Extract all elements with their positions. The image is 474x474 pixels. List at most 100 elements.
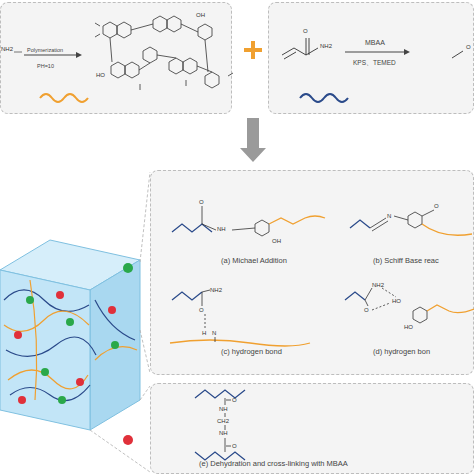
crosslink-dot — [56, 291, 64, 299]
atom-label: O — [199, 307, 204, 313]
plus-sign — [244, 41, 262, 59]
crosslink-dot — [108, 306, 116, 314]
orange-chain — [170, 340, 310, 346]
bond-lines — [95, 23, 233, 90]
leader-lines — [90, 172, 150, 472]
polymer-chains — [4, 280, 137, 400]
atom-label: N — [212, 330, 216, 336]
ring — [183, 58, 197, 74]
crosslink-dot — [18, 396, 26, 404]
atom-label: O — [364, 307, 369, 313]
bond-line — [452, 51, 463, 58]
plus-bar — [251, 41, 255, 59]
orange-chain — [422, 224, 472, 235]
ring — [111, 62, 125, 78]
cube-top — [0, 240, 140, 290]
reaction-condition: Polymerization — [27, 47, 63, 53]
mechanism-caption: (b) Schiff Base reac — [373, 257, 439, 265]
bond-lines — [202, 206, 255, 230]
bond-line — [215, 337, 216, 342]
orange-chain — [269, 216, 325, 224]
ring — [143, 47, 157, 63]
atom-label: O — [199, 199, 204, 205]
crosslink-dot — [14, 331, 22, 339]
atom-label: NH — [219, 406, 228, 412]
acrylamide-bonds — [282, 38, 318, 59]
crosslink-dot — [26, 296, 34, 304]
atom-label: CH2 — [217, 418, 229, 424]
reaction-condition: MBAA — [365, 39, 385, 47]
crosslink-dot — [41, 368, 49, 376]
mechanism-caption: (d) hydrogen bon — [373, 348, 430, 356]
blue-chain — [195, 390, 245, 398]
atom-label: NH2 — [320, 43, 332, 49]
ring — [167, 16, 181, 32]
panel-box: MBAA KPS、TEMED — [268, 2, 474, 114]
crosslink-dot — [66, 318, 74, 326]
ring — [413, 307, 427, 323]
reaction-condition: KPS、TEMED — [353, 59, 396, 66]
panel-box: PolymerizationPH=10 — [0, 2, 232, 114]
mechanism-caption: (e) Dehydration and cross-linking with M… — [199, 460, 348, 468]
atom-label: O — [232, 397, 237, 403]
polymerization-scheme — [14, 16, 233, 102]
atom-label: NH2 — [1, 46, 13, 52]
blue-chain — [345, 292, 365, 300]
panel-box: (a) Michael Addition (b) Schiff Base reac… — [150, 170, 474, 375]
acrylamide-scheme — [282, 38, 463, 102]
ring — [408, 212, 422, 228]
mechanism-caption: (a) Michael Addition — [221, 257, 287, 265]
crosslink-dot — [58, 396, 66, 404]
process-arrow — [240, 118, 266, 162]
ring — [255, 220, 269, 236]
cube-side — [90, 260, 140, 430]
atom-label: OH — [272, 238, 281, 244]
blue-chain — [172, 224, 212, 232]
reaction-arrow — [24, 55, 76, 56]
arrow-head — [76, 52, 82, 58]
ring — [125, 62, 139, 78]
ring — [103, 22, 117, 38]
bond-lines — [370, 210, 434, 231]
ring — [169, 58, 183, 74]
atom-label: H — [202, 330, 206, 336]
crosslink-dot — [76, 378, 84, 386]
arrow-head — [404, 49, 410, 55]
bond-lines — [110, 24, 212, 72]
cube-front — [0, 270, 90, 430]
polymer-chains — [4, 290, 135, 401]
plus-bar — [244, 48, 262, 52]
hbond-lines — [372, 288, 396, 310]
key-dot — [123, 263, 133, 273]
atom-label: HO — [392, 298, 401, 304]
bond-lines — [202, 290, 210, 306]
atom-label: NH — [219, 430, 228, 436]
polydopamine-chain — [40, 94, 88, 102]
key-dot — [123, 435, 133, 445]
schiff-base-sketch — [350, 210, 472, 235]
blue-chain — [350, 220, 370, 228]
orange-chain — [427, 305, 474, 313]
mbaa-crosslink-sketch — [195, 390, 245, 460]
blue-chain — [172, 292, 202, 300]
atom-label: O — [434, 203, 439, 209]
hydrogel-cube — [0, 240, 140, 430]
ring — [153, 16, 167, 32]
hbond-line — [205, 314, 206, 329]
panel-box: (e) Dehydration and cross-linking with M… — [150, 383, 474, 474]
mechanism-caption: (c) hydrogen bond — [221, 348, 282, 356]
atom-label: HO — [96, 72, 105, 78]
blue-chain — [195, 452, 245, 460]
reaction-arrow — [345, 52, 404, 53]
bond-lines — [225, 398, 231, 452]
atom-label: O — [232, 443, 237, 449]
hydrogen-bond-sketch — [170, 290, 310, 346]
crosslink-dot — [111, 341, 119, 349]
ring — [205, 72, 219, 88]
reaction-condition: PH=10 — [37, 63, 54, 69]
atom-label: O — [466, 44, 471, 50]
